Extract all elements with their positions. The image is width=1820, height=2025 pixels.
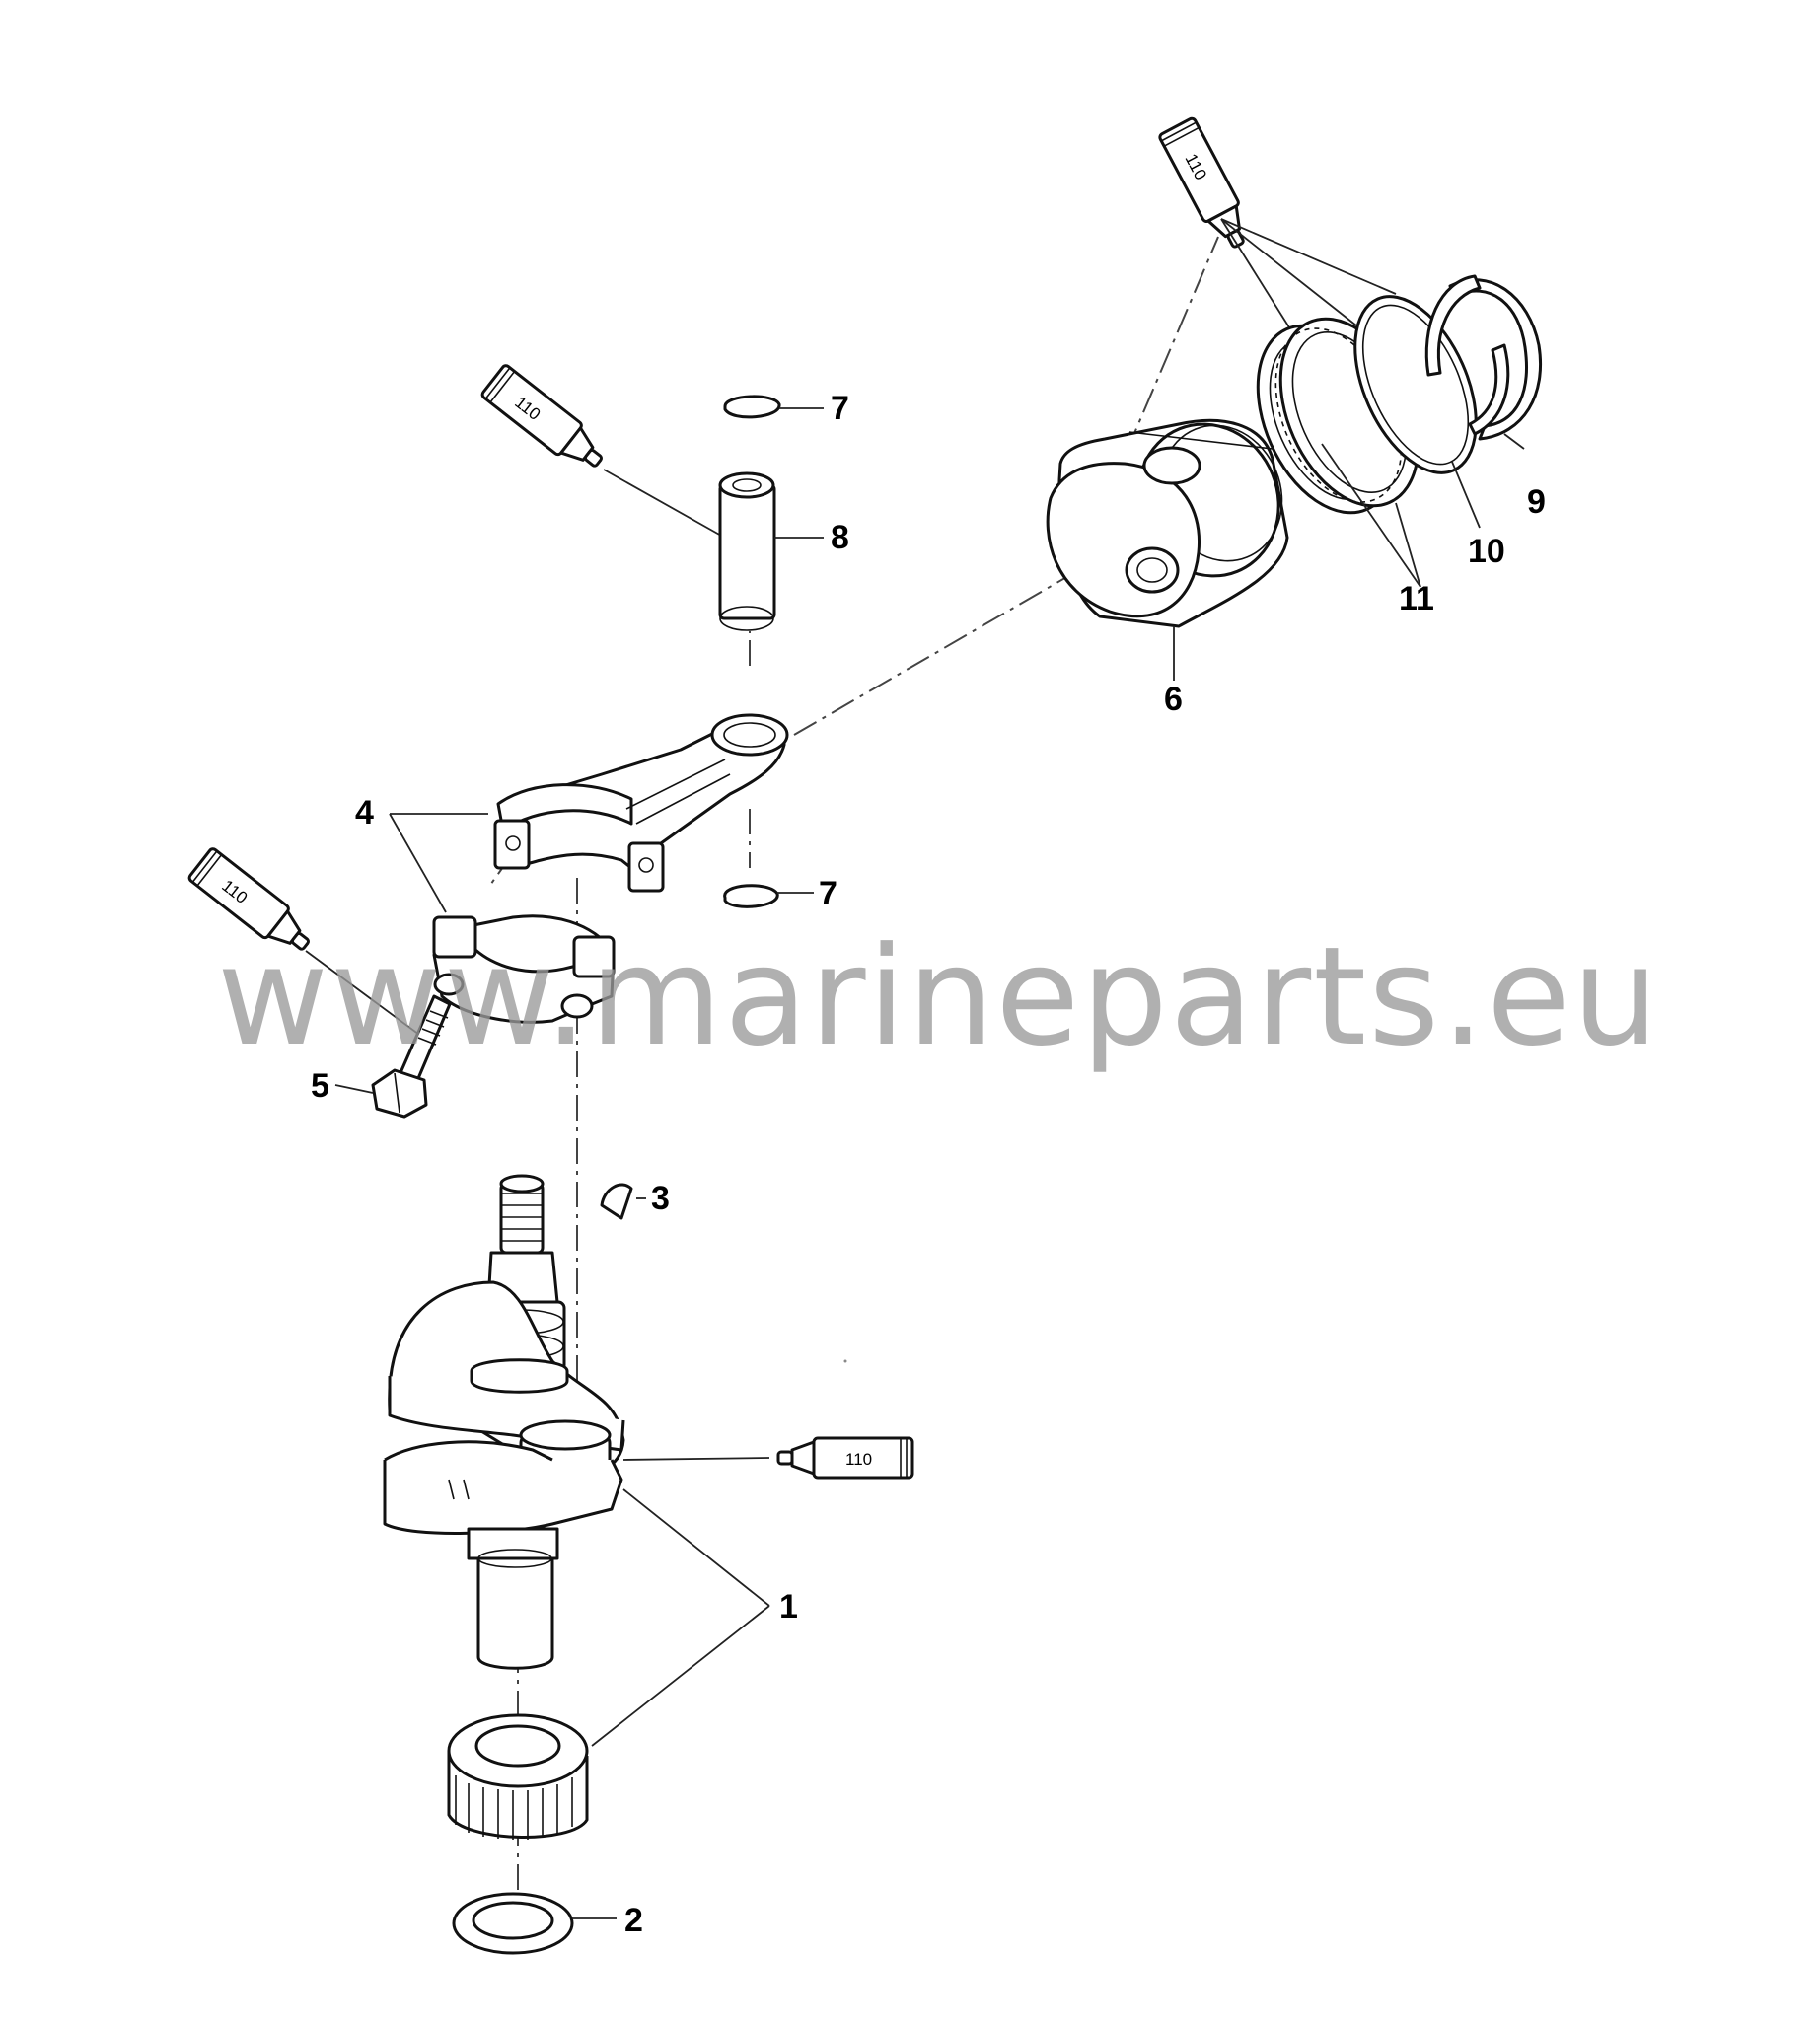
connecting-rod xyxy=(493,713,789,893)
watermark-text: www.marineparts.eu xyxy=(217,917,1660,1076)
connecting-rod-cap xyxy=(432,914,616,1024)
leader-lines xyxy=(334,407,1525,1919)
lubricant-tube-pin: 110 xyxy=(480,364,603,468)
callout-11: 11 xyxy=(1399,580,1434,617)
crankshaft xyxy=(383,1174,625,1670)
callout-8: 8 xyxy=(831,519,849,556)
callout-7-upper: 7 xyxy=(831,390,849,427)
lubricant-tube-top-right: 110 xyxy=(1158,116,1245,249)
callout-5: 5 xyxy=(311,1067,329,1105)
callout-4: 4 xyxy=(355,794,374,832)
callout-10: 10 xyxy=(1468,533,1505,570)
retaining-clip-upper xyxy=(723,395,781,419)
compression-ring-second xyxy=(1353,295,1478,474)
application-lines xyxy=(305,218,1397,1461)
thrust-washer xyxy=(452,1892,574,1955)
callout-numbers: 1 2 3 4 5 6 7 7 8 9 10 11 xyxy=(311,390,1546,1939)
tube-label: 110 xyxy=(845,1450,872,1469)
callout-3: 3 xyxy=(651,1180,670,1217)
rod-bolt xyxy=(371,994,452,1119)
callout-2: 2 xyxy=(624,1902,643,1939)
callout-6: 6 xyxy=(1164,681,1183,718)
crankshaft-gear xyxy=(447,1713,589,1840)
callout-9: 9 xyxy=(1527,483,1546,521)
piston-pin xyxy=(718,471,776,631)
compression-ring-top xyxy=(1424,274,1542,441)
woodruff-key xyxy=(600,1183,633,1220)
callout-7-lower: 7 xyxy=(819,875,837,912)
speck xyxy=(843,1359,847,1363)
retaining-clip-lower xyxy=(723,884,779,908)
callout-1: 1 xyxy=(779,1588,798,1626)
lubricant-tube-crank: 110 xyxy=(776,1436,914,1480)
piston xyxy=(1046,418,1289,628)
lubricant-tube-bolt: 110 xyxy=(187,847,310,951)
